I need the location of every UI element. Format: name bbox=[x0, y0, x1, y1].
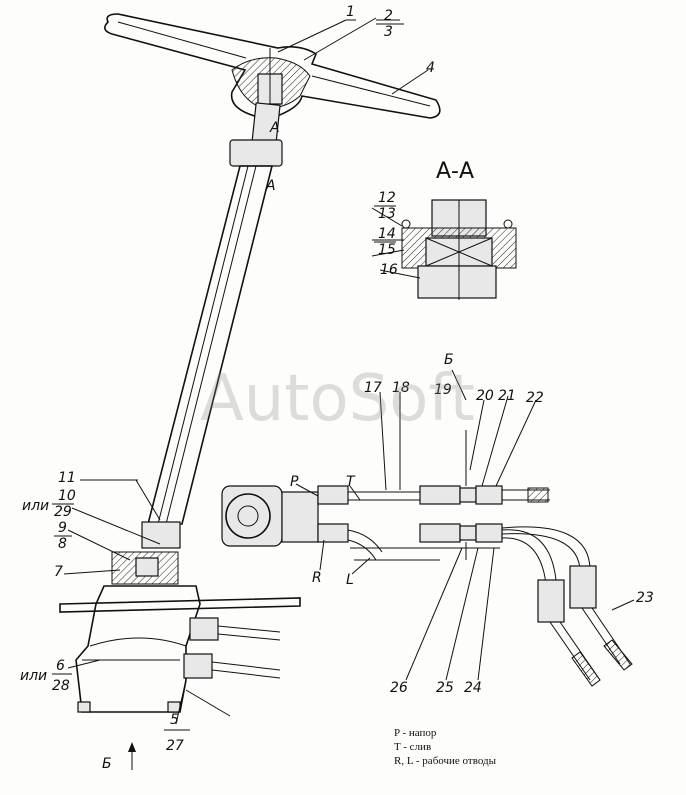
callout-20: 20 bbox=[476, 388, 494, 404]
ili-label-1: или bbox=[22, 498, 49, 514]
hydraulic-connection-view bbox=[221, 430, 633, 687]
legend-line-1: P - напор bbox=[394, 727, 437, 739]
callout-6: 6 bbox=[56, 658, 65, 674]
view-label-bottom: Б bbox=[102, 756, 112, 772]
steering-column bbox=[141, 102, 283, 549]
callout-21: 21 bbox=[498, 388, 516, 404]
callout-25: 25 bbox=[436, 680, 454, 696]
callout-18: 18 bbox=[392, 380, 410, 396]
steering-wheel bbox=[104, 13, 441, 120]
callout-19: 19 bbox=[434, 382, 452, 398]
section-mark-a-bottom: А bbox=[265, 178, 276, 194]
callout-2: 2 bbox=[384, 8, 393, 24]
callout-16: 16 bbox=[380, 262, 398, 278]
callout-27: 27 bbox=[166, 738, 184, 754]
callout-13: 13 bbox=[378, 206, 396, 222]
ili-label-2: или bbox=[20, 668, 47, 684]
callout-1: 1 bbox=[346, 4, 355, 20]
section-mark-a-top: А bbox=[269, 120, 280, 136]
callout-24: 24 bbox=[464, 680, 482, 696]
view-label: Б bbox=[444, 352, 454, 368]
callout-8: 8 bbox=[58, 536, 67, 552]
callout-14: 14 bbox=[378, 226, 396, 242]
legend: P - напор T - слив R, L - рабочие отводы bbox=[394, 727, 497, 767]
port-l: L bbox=[346, 572, 354, 588]
callout-9: 9 bbox=[58, 520, 67, 536]
callout-underlines bbox=[52, 23, 404, 731]
callout-labels: 1 2 3 4 11 10 29 9 8 7 6 28 5 27 12 13 1… bbox=[20, 4, 654, 754]
callout-7: 7 bbox=[54, 564, 63, 580]
port-t: T bbox=[346, 474, 356, 490]
callout-11: 11 bbox=[58, 470, 76, 486]
callout-22: 22 bbox=[526, 390, 544, 406]
legend-line-2: T - слив bbox=[394, 741, 431, 753]
port-p: P bbox=[290, 474, 299, 490]
leader-lines bbox=[63, 17, 635, 770]
legend-line-3: R, L - рабочие отводы bbox=[394, 755, 497, 767]
callout-29: 29 bbox=[54, 504, 72, 520]
section-a-a bbox=[401, 199, 517, 300]
callout-5: 5 bbox=[170, 712, 179, 728]
callout-10: 10 bbox=[58, 488, 76, 504]
callout-15: 15 bbox=[378, 242, 396, 258]
callout-17: 17 bbox=[364, 380, 382, 396]
callout-4: 4 bbox=[426, 60, 435, 76]
section-title: А-А bbox=[436, 159, 474, 184]
callout-23: 23 bbox=[636, 590, 654, 606]
callout-28: 28 bbox=[52, 678, 70, 694]
watermark: AutoSoft bbox=[200, 362, 475, 436]
callout-3: 3 bbox=[384, 24, 393, 40]
callout-12: 12 bbox=[378, 190, 396, 206]
steering-unit-base bbox=[59, 551, 301, 717]
callout-26: 26 bbox=[390, 680, 408, 696]
port-r: R bbox=[312, 570, 322, 586]
